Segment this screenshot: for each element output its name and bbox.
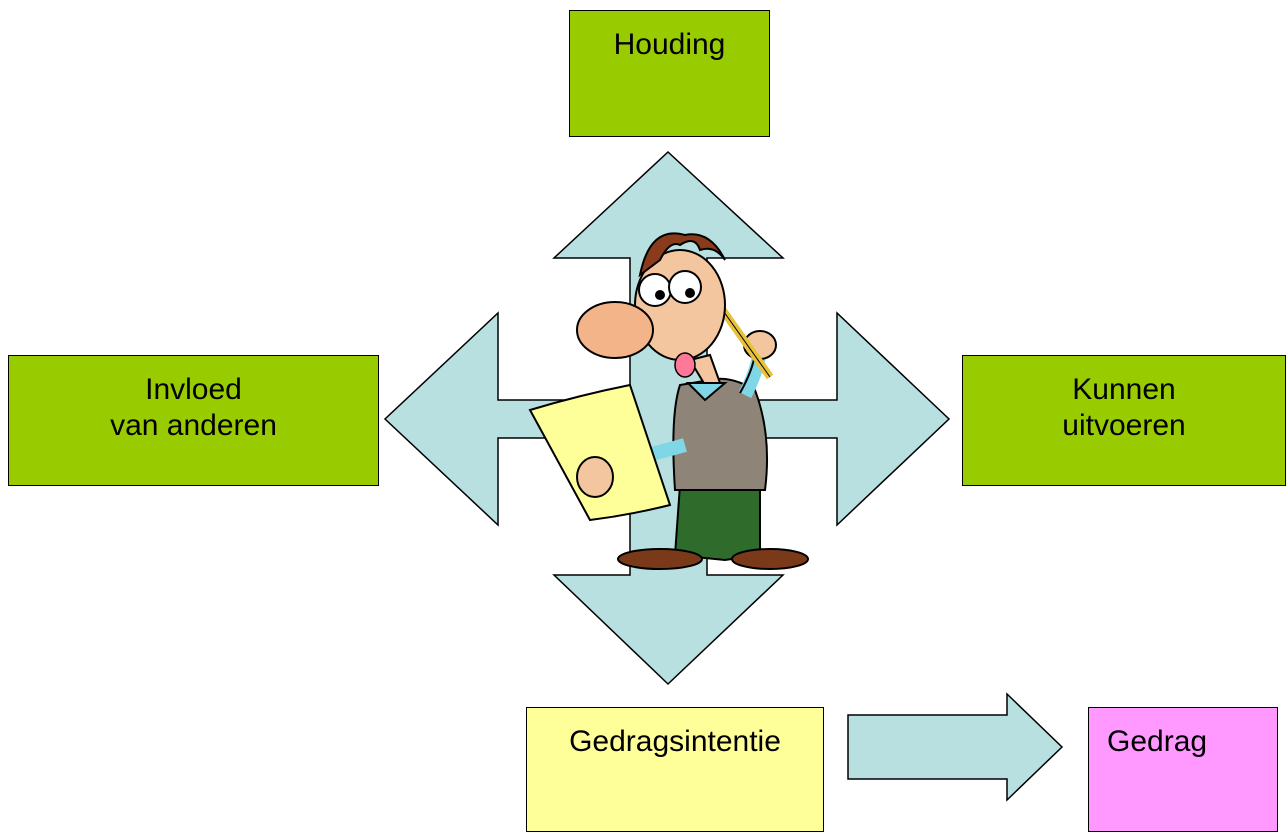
thinking-man-icon bbox=[528, 232, 809, 570]
invloed-box: Invloed van anderen bbox=[8, 355, 379, 486]
gedragsintentie-label: Gedragsintentie bbox=[569, 725, 781, 758]
four-way-arrow bbox=[383, 150, 951, 686]
kunnen-box: Kunnen uitvoeren bbox=[962, 355, 1286, 486]
gedrag-box: Gedrag bbox=[1088, 707, 1278, 832]
houding-box: Houding bbox=[569, 10, 770, 137]
kunnen-label-line1: Kunnen bbox=[1072, 373, 1176, 406]
invloed-label-line2: van anderen bbox=[110, 409, 277, 442]
gedragsintentie-box: Gedragsintentie bbox=[526, 707, 824, 832]
houding-label: Houding bbox=[613, 28, 726, 61]
invloed-label-line1: Invloed bbox=[145, 373, 242, 406]
right-arrow bbox=[847, 692, 1064, 802]
kunnen-label-line2: uitvoeren bbox=[1062, 409, 1186, 442]
gedrag-label: Gedrag bbox=[1107, 725, 1208, 758]
